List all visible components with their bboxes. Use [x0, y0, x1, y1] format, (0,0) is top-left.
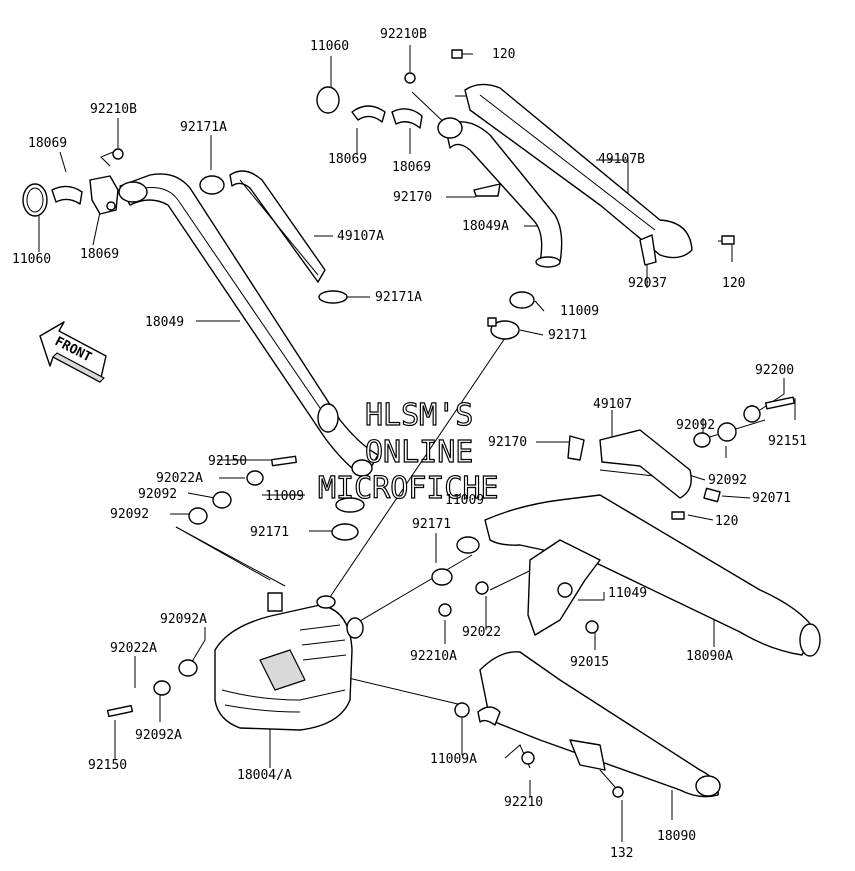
- silencer-18090: [454, 651, 721, 798]
- label-92210b: 92210B: [90, 102, 137, 117]
- part-number-labels: 11060 92210B 120 92210B 92171A 18069 180…: [12, 27, 807, 861]
- label-49107: 49107: [593, 397, 632, 412]
- label-92150: 92150: [88, 758, 127, 773]
- label-120: 120: [722, 276, 745, 291]
- label-92071: 92071: [752, 491, 791, 506]
- heat-shield-49107b: [451, 49, 735, 266]
- label-49107a: 49107A: [337, 229, 384, 244]
- label-92171: 92171: [412, 517, 451, 532]
- label-92210: 92210: [504, 795, 543, 810]
- watermark-line-2: ONLINE: [365, 435, 473, 470]
- label-92022a: 92022A: [156, 471, 203, 486]
- label-92171: 92171: [250, 525, 289, 540]
- label-92210b: 92210B: [380, 27, 427, 42]
- front-arrow: FRONT: [39, 321, 107, 383]
- heat-shield-49107: [567, 396, 796, 520]
- label-18069: 18069: [80, 247, 119, 262]
- watermark-line-3: MICROFICHE: [318, 471, 499, 506]
- label-92150: 92150: [208, 454, 247, 469]
- flange-18069-left: [51, 148, 124, 215]
- label-92022: 92022: [462, 625, 501, 640]
- label-18049: 18049: [145, 315, 184, 330]
- damper-and-bolts-left: [106, 455, 365, 718]
- label-120: 120: [492, 47, 515, 62]
- label-11049: 11049: [608, 586, 647, 601]
- watermark: HLSM'S ONLINE MICROFICHE: [317, 397, 499, 506]
- label-92170: 92170: [393, 190, 432, 205]
- label-18090a: 18090A: [686, 649, 733, 664]
- label-132: 132: [610, 846, 633, 861]
- label-92151: 92151: [768, 434, 807, 449]
- label-18004a: 18004/A: [237, 768, 292, 783]
- label-11060: 11060: [12, 252, 51, 267]
- label-92210a: 92210A: [410, 649, 457, 664]
- label-92092: 92092: [138, 487, 177, 502]
- label-18049a: 18049A: [462, 219, 509, 234]
- label-92171a: 92171A: [375, 290, 422, 305]
- label-92092: 92092: [708, 473, 747, 488]
- label-18069: 18069: [392, 160, 431, 175]
- watermark-line-1: HLSM'S: [365, 398, 473, 433]
- rear-exhaust-pipe-18049a: [316, 72, 563, 268]
- muffler-chamber-18004a: [214, 592, 364, 731]
- gasket-11009-top: [487, 291, 535, 340]
- label-92171a: 92171A: [180, 120, 227, 135]
- label-92171: 92171: [548, 328, 587, 343]
- label-18069: 18069: [28, 136, 67, 151]
- gasket-11060-left: [22, 183, 48, 217]
- front-exhaust-pipe-18049: [118, 173, 379, 479]
- label-11009: 11009: [265, 489, 304, 504]
- label-11009a: 11009A: [430, 752, 477, 767]
- label-92170: 92170: [488, 435, 527, 450]
- label-92092a: 92092A: [160, 612, 207, 627]
- label-49107b: 49107B: [598, 152, 645, 167]
- label-92092a: 92092A: [135, 728, 182, 743]
- label-18090: 18090: [657, 829, 696, 844]
- heat-shield-49107a: [199, 170, 348, 304]
- label-92092: 92092: [676, 418, 715, 433]
- label-11009: 11009: [445, 493, 484, 508]
- label-92037: 92037: [628, 276, 667, 291]
- label-92022a: 92022A: [110, 641, 157, 656]
- label-92092: 92092: [110, 507, 149, 522]
- label-11009: 11009: [560, 304, 599, 319]
- label-11060: 11060: [310, 39, 349, 54]
- label-120: 120: [715, 514, 738, 529]
- label-18069: 18069: [328, 152, 367, 167]
- label-92200: 92200: [755, 363, 794, 378]
- silencer-18090a: [431, 494, 821, 657]
- label-92015: 92015: [570, 655, 609, 670]
